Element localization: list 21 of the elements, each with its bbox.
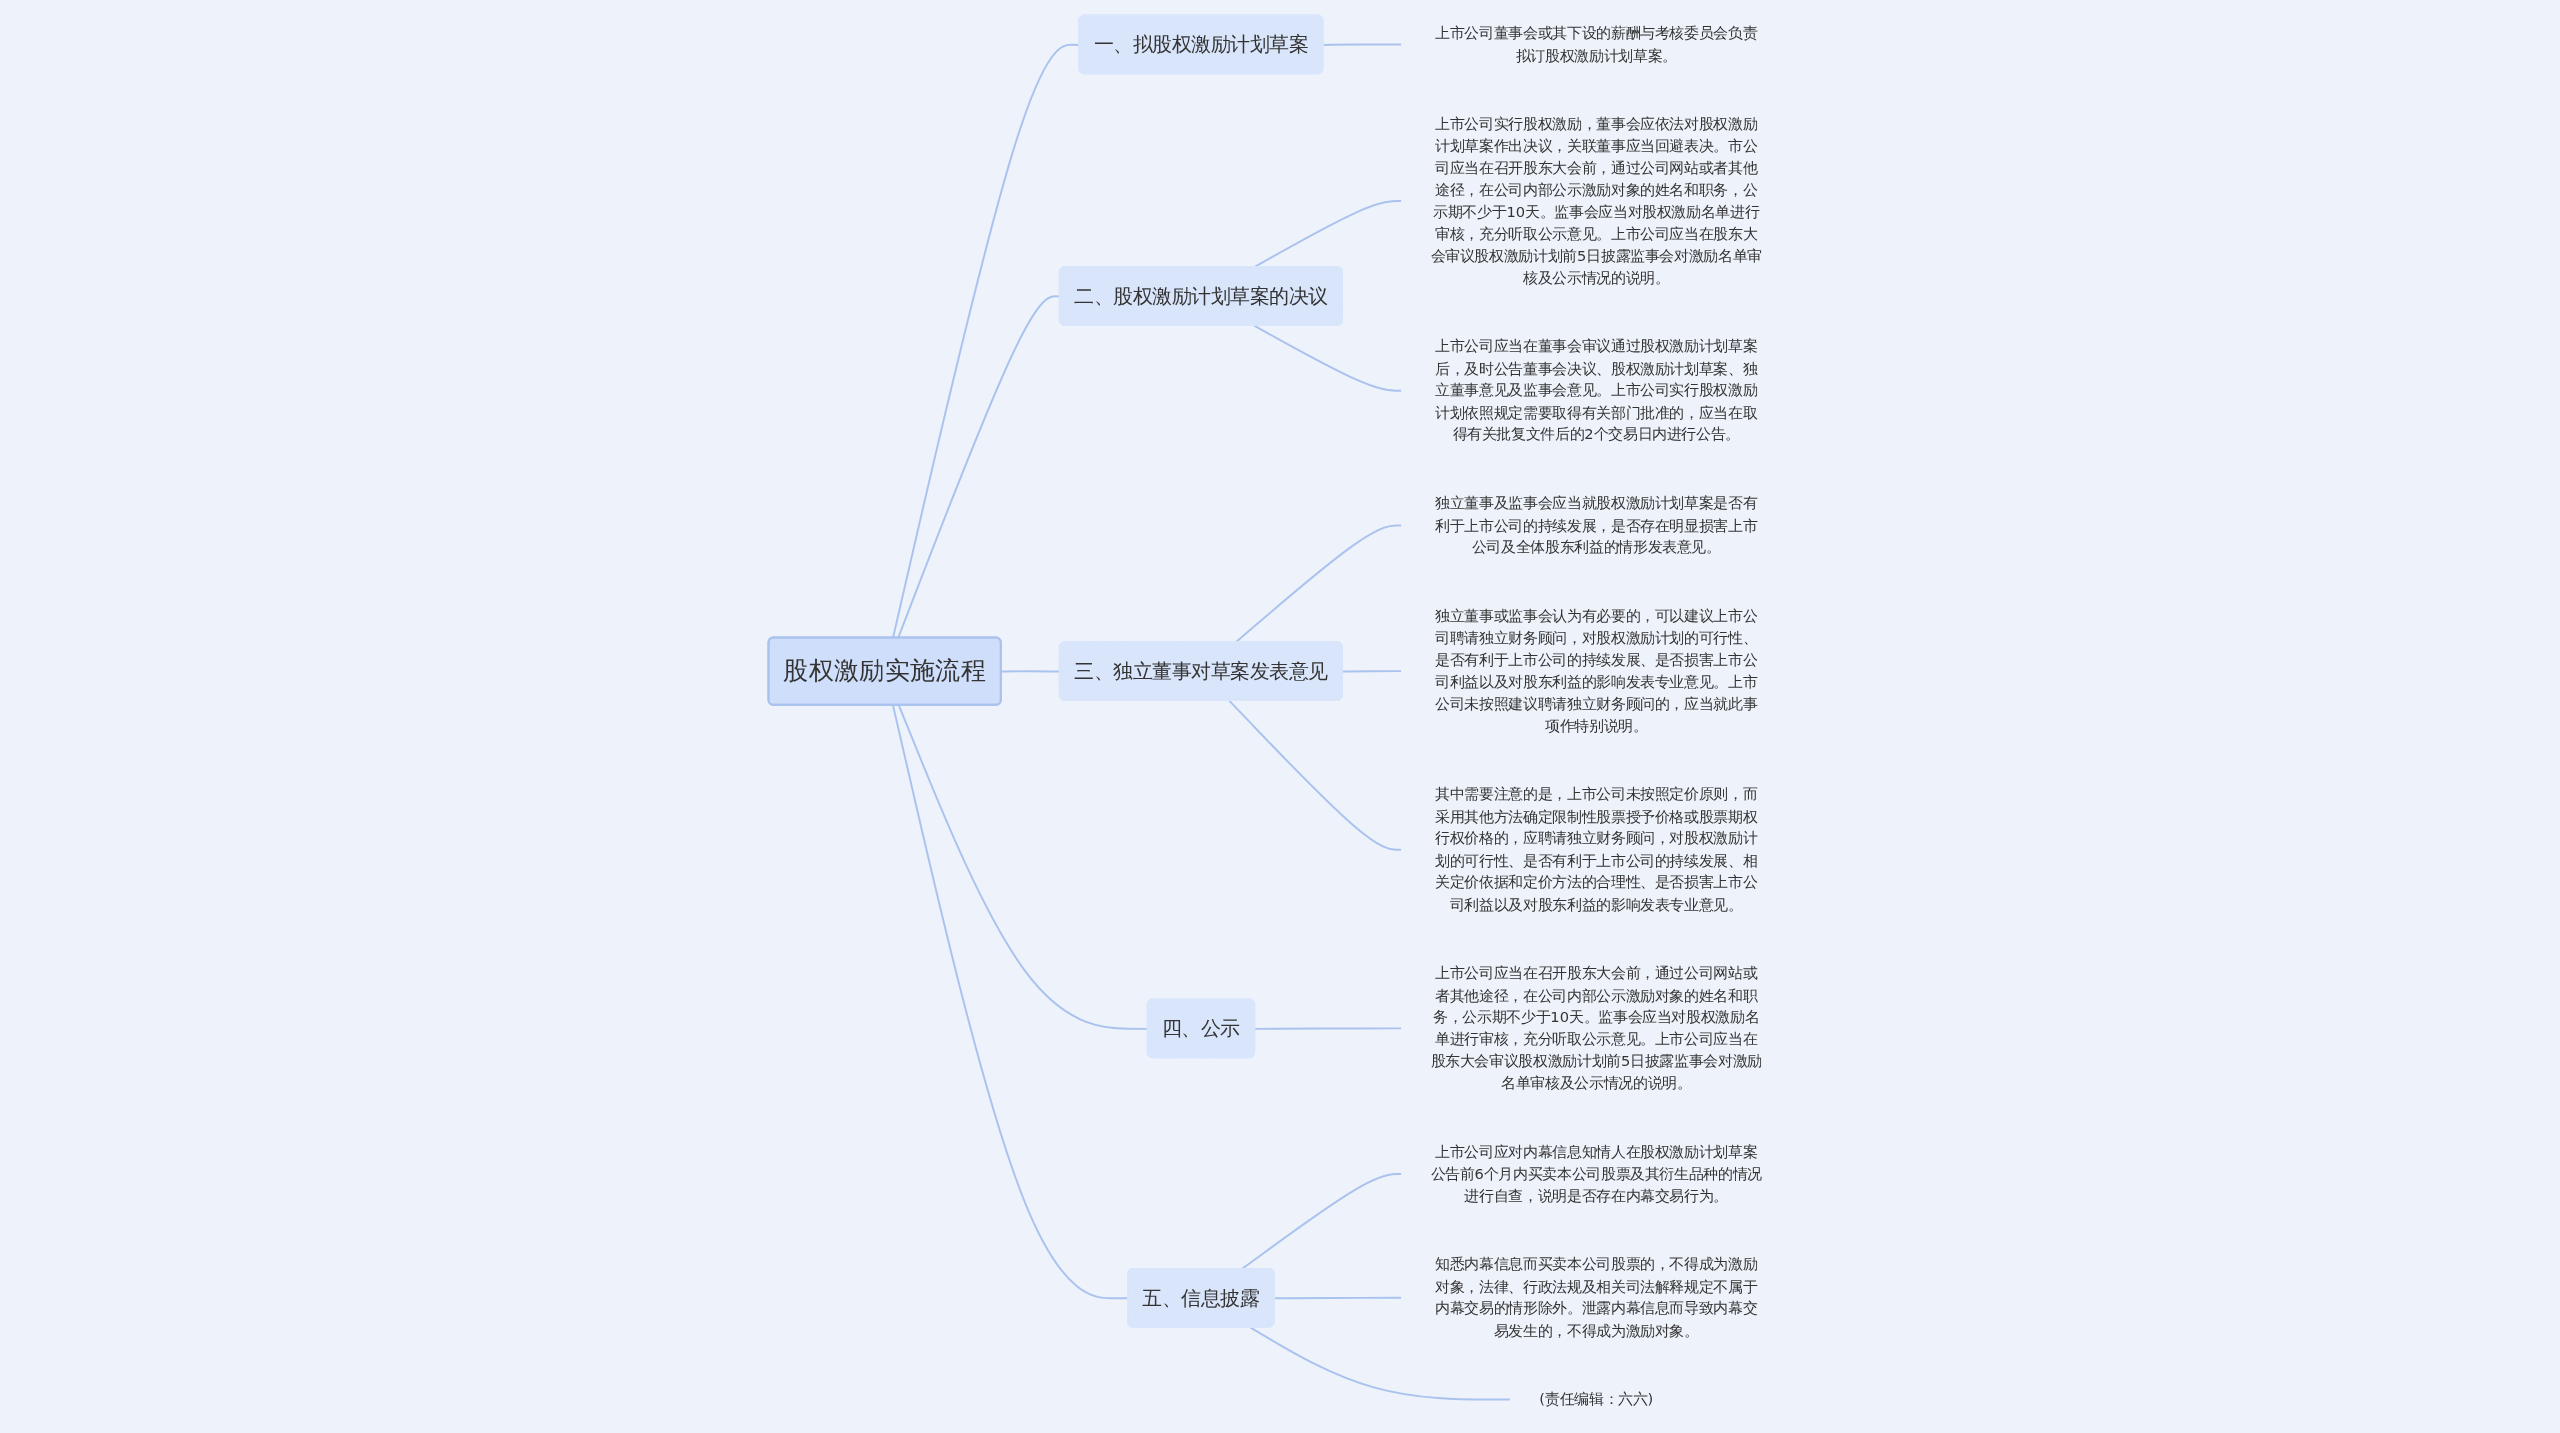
node-text: 上市公司应当在董事会审议通过股权激励计划草案后，及时公告董事会决议、股权激励计划草案、独立董事意见及监事会意见。上市公司实行股权激励计划依照规定需要取得有关部门批准的，应当在取得有关批复文件后的2个交易日内进行公告。 — [1435, 337, 1758, 444]
node-text: 上市公司董事会或其下设的薪酬与考核委员会负责拟订股权激励计划草案。 — [1435, 24, 1758, 64]
connector — [1249, 1326, 1511, 1401]
node-text: 知悉内幕信息而买卖本公司股票的，不得成为激励对象，法律、行政法规及相关司法解释规定不属于内幕交易的情形除外。泄露内幕信息而导致内幕交易发生的，不得成为激励对象。 — [1435, 1255, 1758, 1340]
node-text: 独立董事及监事会应当就股权激励计划草案是否有利于上市公司的持续发展，是否存在明显损害上市公司及全体股东利益的情形发表意见。 — [1435, 494, 1758, 556]
connector — [1253, 324, 1402, 392]
node-text: 上市公司实行股权激励，董事会应依法对股权激励计划草案作出决议，关联董事应当回避表决。市公司应当在召开股东大会前，通过公司网站或者其他途径，在公司内部公示激励对象的姓名和职务，公示期不少于10天。监事会应当对股权激励名单进行审核，充分听取公示意见。上市公司应当在股东大会审议股权激励计划前5日披露监事会对激励名单审核及公示情况的说明。 — [1430, 115, 1762, 287]
connector — [1254, 1027, 1402, 1030]
connector — [1240, 1173, 1402, 1270]
node-text: 独立董事或监事会认为有必要的，可以建议上市公司聘请独立财务顾问，对股权激励计划的可行性、是否有利于上市公司的持续发展、是否损害上市公司利益以及对股东利益的影响发表专业意见。上市公司未按照建议聘请独立财务顾问的，应当就此事项作特别说明。 — [1435, 607, 1758, 735]
node-text: 上市公司应当在召开股东大会前，通过公司网站或者其他途径，在公司内部公示激励对象的姓名和职务，公示期不少于10天。监事会应当对股权激励名单进行审核，充分听取公示意见。上市公司应当在股东大会审议股权激励计划前5日披露监事会对激励名单审核及公示情况的说明。 — [1430, 964, 1762, 1092]
connector — [1342, 670, 1402, 673]
connector — [1273, 1296, 1402, 1300]
node-text: (责任编辑：六六) — [1539, 1390, 1654, 1409]
connector — [1000, 670, 1061, 673]
node-text: 其中需要注意的是，上市公司未按照定价原则，而采用其他方法确定限制性股票授予价格或股票期权行权价格的，应聘请独立财务顾问，对股权激励计划的可行性、是否有利于上市公司的持续发展、相关定价依据和定价方法的合理性、是否损害上市公司利益以及对股东利益的影响发表专业意见。 — [1435, 785, 1758, 914]
connector — [897, 704, 1149, 1030]
connector — [1322, 43, 1402, 46]
connector — [897, 295, 1061, 639]
connector — [1228, 699, 1402, 851]
node-text: 上市公司应对内幕信息知情人在股权激励计划草案公告前6个月内买卖本公司股票及其衍生品种的情况进行自查，说明是否存在内幕交易行为。 — [1430, 1143, 1762, 1205]
